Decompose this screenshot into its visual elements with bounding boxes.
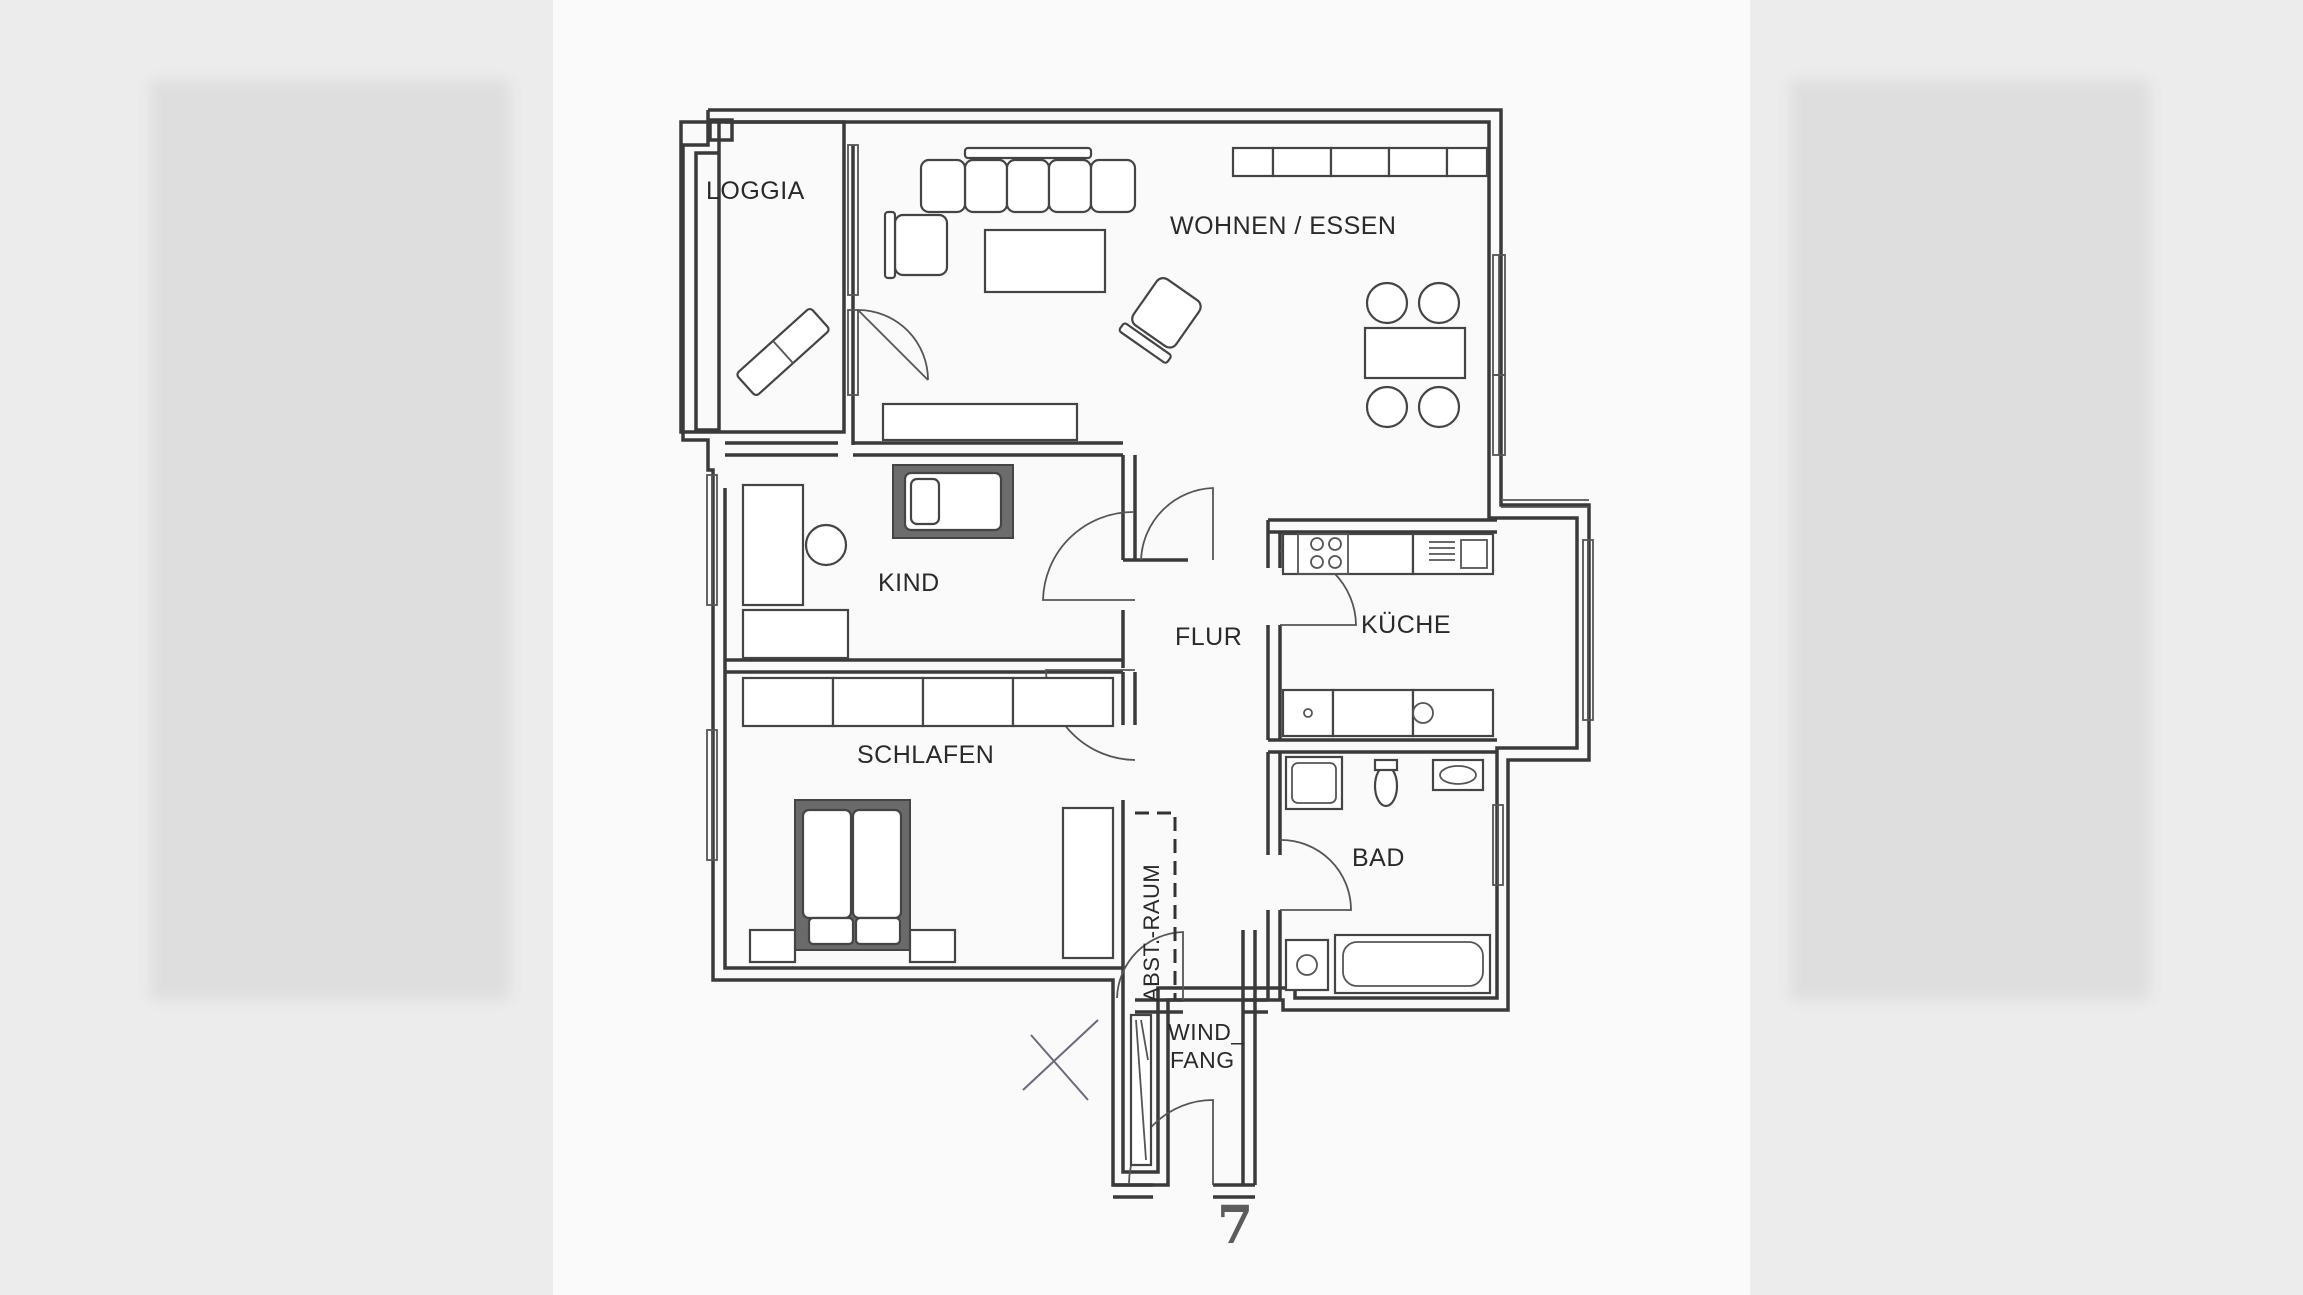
room-label-windfang-line2: FANG	[1170, 1047, 1235, 1073]
room-label-schlafen: SCHLAFEN	[857, 741, 994, 769]
background-page-left	[150, 80, 510, 1000]
page-number: 7	[1217, 1195, 1253, 1256]
room-label-abstellraum: ABST.-RAUM	[1139, 864, 1164, 1002]
room-label-kind: KIND	[878, 569, 940, 597]
windows	[706, 144, 1594, 886]
background-page-right	[1790, 80, 2150, 1000]
room-label-wohnen-essen: WOHNEN / ESSEN	[1170, 212, 1396, 240]
room-label-bad: BAD	[1352, 844, 1405, 872]
furniture	[736, 146, 1495, 1167]
room-label-flur: FLUR	[1175, 623, 1242, 651]
room-label-kueche: KÜCHE	[1361, 611, 1451, 639]
room-label-windfang-line1: WIND_	[1168, 1019, 1245, 1045]
apartment-floor-plan: LOGGIA WOHNEN / ESSEN KIND FLUR KÜCHE SC…	[679, 108, 1594, 1256]
room-label-loggia: LOGGIA	[706, 177, 805, 205]
